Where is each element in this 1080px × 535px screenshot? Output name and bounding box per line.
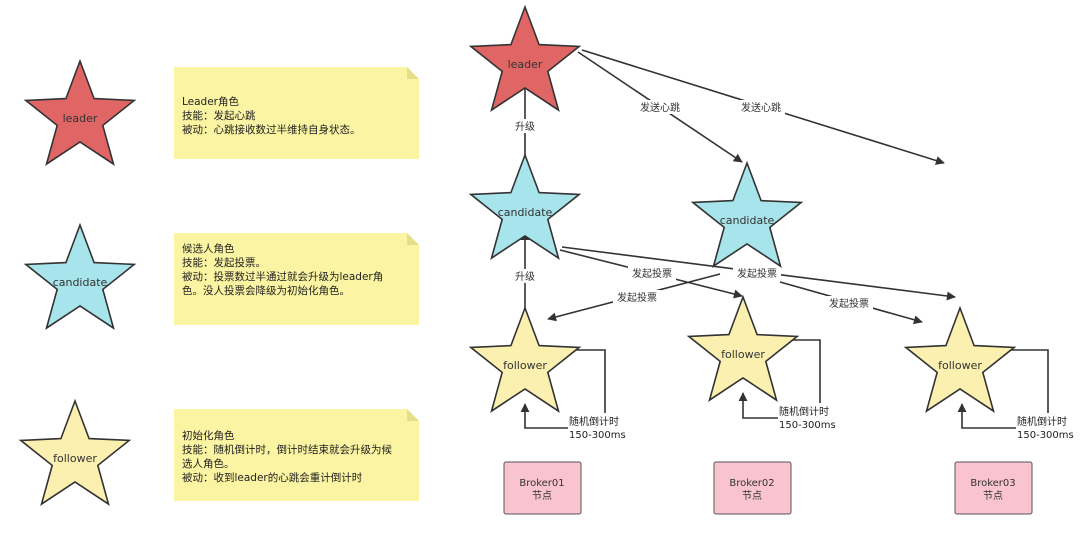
note-fold-corner <box>407 409 419 421</box>
legend-follower-title: 初始化角色 <box>182 429 235 442</box>
broker-node-3-sub: 节点 <box>983 490 1003 502</box>
legend-leader-title: Leader角色 <box>182 95 240 108</box>
broker-node-3 <box>954 461 1033 515</box>
legend-leader-star-label: leader <box>63 112 98 125</box>
broker-node-3-name: Broker03 <box>970 478 1015 489</box>
legend-candidate-line2: 被动：投票数过半通过就会升级为leader角 <box>182 270 383 283</box>
cluster-leader-label: leader <box>508 58 543 71</box>
cluster-follower-label-1: follower <box>503 359 547 372</box>
note-fold-corner <box>407 233 419 245</box>
label-bg <box>778 403 836 431</box>
cluster-follower-label-2: follower <box>721 348 765 361</box>
broker-node-2-sub: 节点 <box>742 490 762 502</box>
cluster-candidate-star-1 <box>468 152 582 260</box>
legend-candidate-star <box>23 222 137 330</box>
upgrade-label-1: 升级 <box>515 121 535 133</box>
label-bg <box>737 100 785 114</box>
legend-follower-line3: 被动：收到leader的心跳会重计倒计时 <box>182 471 363 484</box>
legend-candidate-note <box>174 233 419 325</box>
cluster-candidate-star-2 <box>690 160 804 268</box>
broker-node-1-name: Broker01 <box>519 478 564 489</box>
legend-candidate-line3: 色。没人投票会降级为初始化角色。 <box>182 284 350 297</box>
legend-candidate-star-label: candidate <box>53 276 108 289</box>
cluster-follower-star-3 <box>903 305 1017 413</box>
label-bg <box>733 266 781 280</box>
cluster-leader-star <box>468 4 582 112</box>
heartbeat-label-2: 发送心跳 <box>741 101 781 114</box>
timer-label-1-line2: 150-300ms <box>569 430 626 441</box>
legend-follower: follower 初始化角色 技能：随机倒计时，倒计时结束就会升级为候 选人角色… <box>18 398 419 506</box>
broker-node-2-name: Broker02 <box>729 478 774 489</box>
brokers: Broker01 节点 Broker02 节点 Broker03 节点 <box>503 461 1033 515</box>
label-bg <box>628 266 676 280</box>
legend-leader-note <box>174 67 419 159</box>
legend-leader: leader Leader角色 技能：发起心跳 被动：心跳接收数过半维持自身状态… <box>23 58 419 166</box>
edge-labels: 升级 升级 发送心跳 发送心跳 发起投票 发起投票 发起投票 发起投票 <box>512 100 873 310</box>
legend-follower-star <box>18 398 132 506</box>
broker-node-1 <box>503 461 582 515</box>
legend-follower-line1: 技能：随机倒计时，倒计时结束就会升级为候 <box>182 443 392 456</box>
timer-label-1-line1: 随机倒计时 <box>569 415 619 428</box>
cluster-candidate-label-2: candidate <box>720 214 775 227</box>
vote-label-3: 发起投票 <box>617 291 657 304</box>
label-bg <box>1016 413 1074 441</box>
legend-follower-star-label: follower <box>53 452 97 465</box>
cluster-stars: leader candidate candidate follower foll… <box>468 4 1017 413</box>
timer-labels: 随机倒计时 150-300ms 随机倒计时 150-300ms 随机倒计时 15… <box>568 403 1074 441</box>
label-bg <box>512 119 538 133</box>
legend-candidate: candidate 候选人角色 技能：发起投票。 被动：投票数过半通过就会升级为… <box>23 222 419 330</box>
legend-follower-note <box>174 409 419 501</box>
cluster-follower-label-3: follower <box>938 359 982 372</box>
note-fold-corner <box>407 67 419 79</box>
legend-leader-star <box>23 58 137 166</box>
cluster-follower-star-2 <box>686 294 800 402</box>
vote-label-1: 发起投票 <box>632 267 672 280</box>
timer-label-2-line2: 150-300ms <box>779 420 836 431</box>
label-bg <box>636 100 684 114</box>
broker-node-1-sub: 节点 <box>532 490 552 502</box>
label-bg <box>613 290 661 304</box>
legend-candidate-title: 候选人角色 <box>182 242 235 255</box>
broker-node-2 <box>713 461 792 515</box>
upgrade-label-2: 升级 <box>515 271 535 283</box>
cluster-candidate-label-1: candidate <box>498 206 553 219</box>
cluster-follower-star-1 <box>468 305 582 413</box>
legend-leader-line1: 技能：发起心跳 <box>182 109 256 122</box>
label-bg <box>512 269 538 283</box>
heartbeat-label-1: 发送心跳 <box>640 101 680 114</box>
vote-label-4: 发起投票 <box>829 297 869 310</box>
legend-follower-line2: 选人角色。 <box>182 457 235 470</box>
timer-label-2-line1: 随机倒计时 <box>779 405 829 418</box>
label-bg <box>825 296 873 310</box>
vote-label-2: 发起投票 <box>737 267 777 280</box>
legend-leader-line2: 被动：心跳接收数过半维持自身状态。 <box>182 123 361 136</box>
timer-label-3-line1: 随机倒计时 <box>1017 415 1067 428</box>
legend-candidate-line1: 技能：发起投票。 <box>182 256 266 269</box>
label-bg <box>568 413 626 441</box>
timer-label-3-line2: 150-300ms <box>1017 430 1074 441</box>
